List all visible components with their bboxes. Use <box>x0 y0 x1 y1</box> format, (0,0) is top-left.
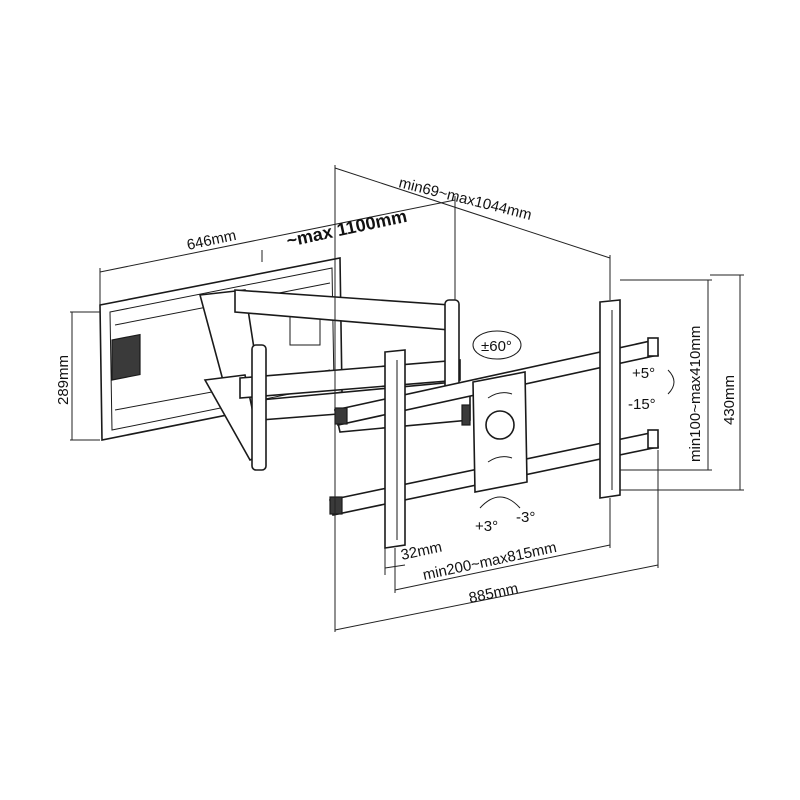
horizontal-vesa-label: min200~max815mm <box>421 539 558 584</box>
vertical-vesa-label: min100~max410mm <box>687 326 704 462</box>
articulating-arms <box>198 289 471 471</box>
bracket-height-label: 430mm <box>721 375 738 425</box>
rotate-plus-label: +3° <box>475 518 498 535</box>
swivel-label: ±60° <box>481 338 512 355</box>
max-width-label: ~max 1100mm <box>285 206 409 251</box>
center-tilt-plate <box>461 371 528 493</box>
dimension-lines <box>70 165 744 632</box>
rotation-indicators <box>472 330 675 509</box>
tilt-down-label: -15° <box>628 396 656 413</box>
bracket-width-label: 32mm <box>399 539 443 564</box>
wall-plate-height-label: 289mm <box>55 355 72 405</box>
arm-extension-label: min69~max1044mm <box>397 174 533 223</box>
tilt-up-label: +5° <box>632 365 655 382</box>
rotate-minus-label: -3° <box>516 509 535 526</box>
rail-width-label: 885mm <box>467 580 519 607</box>
vertical-brackets <box>384 299 621 549</box>
